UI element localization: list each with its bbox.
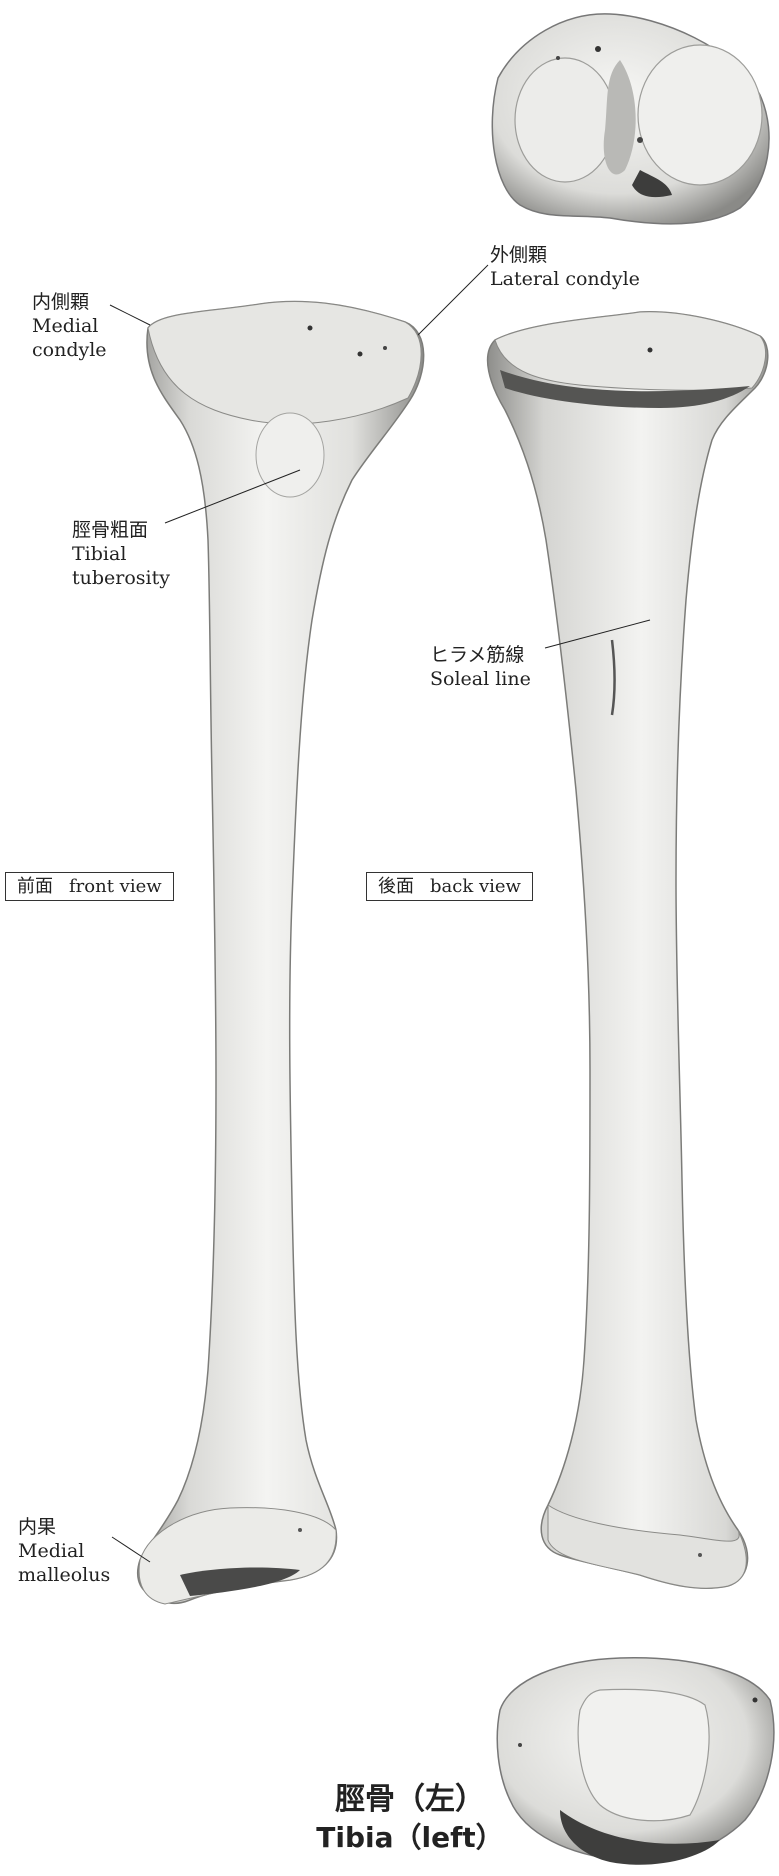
figure-title: 脛骨（左） Tibia（left） — [290, 1780, 530, 1856]
label-lateral-condyle: 外側顆 Lateral condyle — [490, 243, 640, 291]
label-tibial-tuberosity-en: Tibial tuberosity — [72, 542, 182, 590]
label-lateral-condyle-jp: 外側顆 — [490, 243, 640, 267]
label-tibial-tuberosity: 脛骨粗面 Tibial tuberosity — [72, 518, 182, 590]
back-view-en: back view — [430, 873, 521, 900]
label-soleal-line: ヒラメ筋線 Soleal line — [430, 643, 531, 691]
label-medial-condyle: 内側顆 Medial condyle — [32, 290, 142, 362]
label-soleal-line-jp: ヒラメ筋線 — [430, 643, 531, 667]
back-view-label-box: 後面 back view — [366, 872, 533, 901]
front-view-en: front view — [69, 873, 162, 900]
label-medial-malleolus-jp: 内果 — [18, 1515, 128, 1539]
label-tibial-tuberosity-jp: 脛骨粗面 — [72, 518, 182, 542]
label-medial-condyle-jp: 内側顆 — [32, 290, 142, 314]
bottom-view-distal-end — [497, 1658, 774, 1865]
front-view-tibia — [138, 301, 424, 1604]
label-medial-malleolus-en: Medial malleolus — [18, 1539, 128, 1587]
label-lateral-condyle-en: Lateral condyle — [490, 267, 640, 291]
label-soleal-line-en: Soleal line — [430, 667, 531, 691]
figure-title-jp: 脛骨（左） — [290, 1780, 530, 1820]
label-medial-malleolus: 内果 Medial malleolus — [18, 1515, 128, 1587]
back-view-jp: 後面 — [378, 873, 414, 900]
leader-lateral-condyle — [418, 265, 488, 335]
figure-title-en: Tibia（left） — [290, 1820, 530, 1856]
label-medial-condyle-en: Medial condyle — [32, 314, 142, 362]
front-view-jp: 前面 — [17, 873, 53, 900]
top-view-proximal-end — [492, 14, 769, 224]
back-view-tibia — [488, 312, 768, 1588]
front-view-label-box: 前面 front view — [5, 872, 174, 901]
